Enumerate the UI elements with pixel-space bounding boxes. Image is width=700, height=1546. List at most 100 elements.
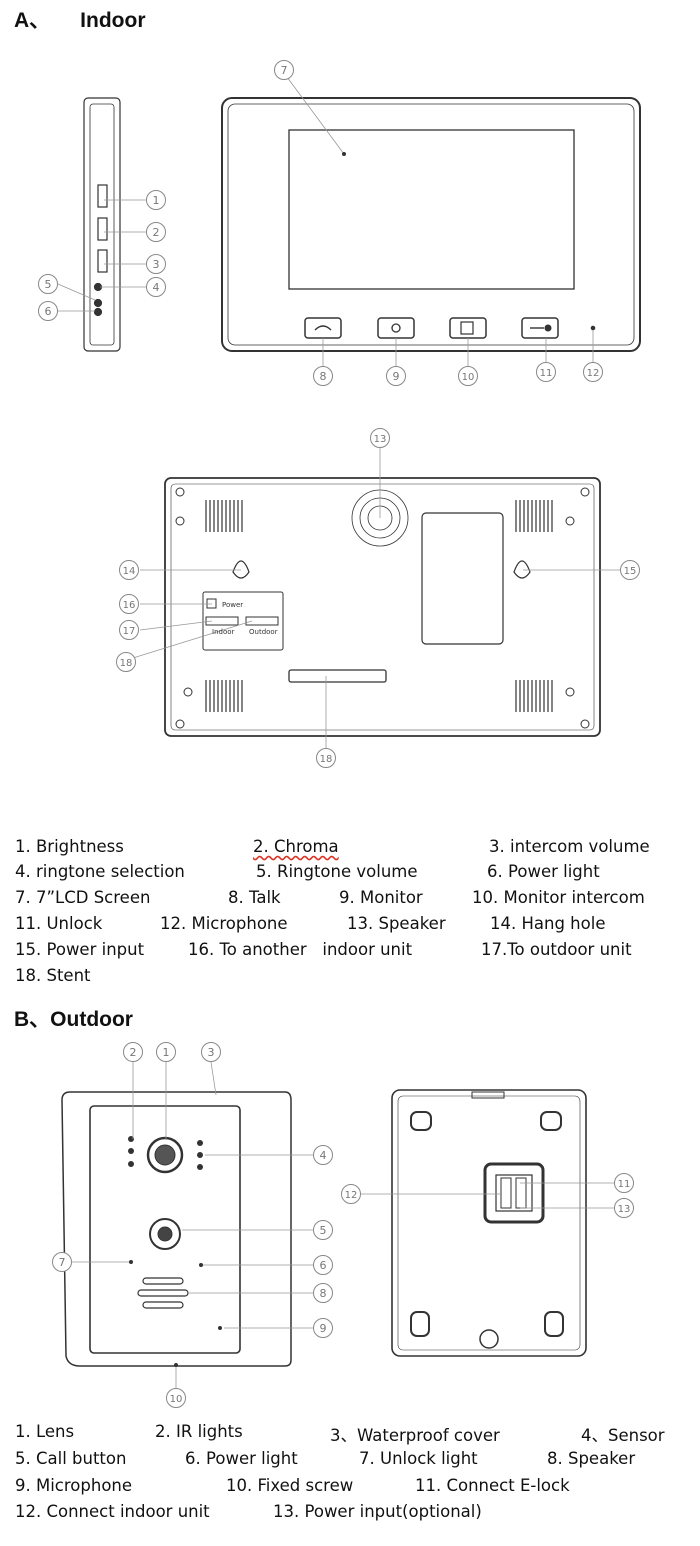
callout-number: 2 <box>153 226 160 239</box>
legend-a-stent: 18. Stent <box>15 966 91 985</box>
legend-a-monitor-intercom: 10. Monitor intercom <box>472 888 645 907</box>
callout-3: 3 <box>146 254 166 274</box>
legend-b-waterproof-cover: 3、Waterproof cover <box>330 1426 500 1445</box>
legend-a-ringtone-volume: 5. Ringtone volume <box>256 862 418 881</box>
callout-8: 8 <box>313 1283 333 1303</box>
legend-a-microphone: 12. Microphone <box>160 914 288 933</box>
legend-a-outdoor-unit: 17.To outdoor unit <box>481 940 632 959</box>
legend-a-another-indoor: 16. To another indoor unit <box>188 940 413 959</box>
callout-5: 5 <box>38 274 58 294</box>
callout-number: 7 <box>59 1256 66 1269</box>
legend-a-unlock: 11. Unlock <box>15 914 103 933</box>
callout-number: 8 <box>320 370 327 383</box>
callout-11: 11 <box>614 1173 634 1193</box>
callout-number: 1 <box>163 1046 170 1059</box>
callout-number: 10 <box>170 1394 183 1405</box>
section-a-letter: A、 <box>14 9 51 32</box>
callout-6: 6 <box>313 1255 333 1275</box>
callout-number: 11 <box>618 1179 631 1190</box>
callout-number: 5 <box>320 1224 327 1237</box>
legend-b-sensor: 4、Sensor <box>581 1426 665 1445</box>
legend-b-ir-lights: 2. IR lights <box>155 1422 243 1441</box>
callout-number: 4 <box>320 1149 327 1162</box>
callout-7: 7 <box>52 1252 72 1272</box>
callout-number: 12 <box>587 368 600 379</box>
callout-number: 9 <box>320 1322 327 1335</box>
legend-a-chroma: 2. Chroma <box>253 837 339 856</box>
outdoor-back-view <box>391 1089 587 1357</box>
callout-number: 7 <box>281 64 288 77</box>
callout-3: 3 <box>201 1042 221 1062</box>
corner-screws <box>175 487 590 729</box>
legend-b-connect-elock: 11. Connect E-lock <box>415 1476 570 1495</box>
indoor-front-view <box>221 97 641 352</box>
callout-17: 17 <box>119 620 139 640</box>
callout-14: 14 <box>119 560 139 580</box>
callout-number: 12 <box>345 1190 358 1201</box>
legend-b-connect-indoor: 12. Connect indoor unit <box>15 1502 210 1521</box>
legend-b-speaker: 8. Speaker <box>547 1449 636 1468</box>
callout-number: 2 <box>130 1046 137 1059</box>
legend-a-brightness: 1. Brightness <box>15 837 124 856</box>
callout-number: 11 <box>540 368 553 379</box>
callout-number: 10 <box>462 372 475 383</box>
callout-number: 16 <box>123 600 136 611</box>
callout-4: 4 <box>313 1145 333 1165</box>
callout-number: 14 <box>123 566 136 577</box>
indoor-back-view <box>164 477 601 737</box>
legend-a-intercom-volume: 3. intercom volume <box>489 837 650 856</box>
section-a-title: A、 Indoor <box>14 4 146 34</box>
indoor-side-view <box>83 97 121 352</box>
legend-b-power-input: 13. Power input(optional) <box>273 1502 482 1521</box>
callout-4: 4 <box>146 277 166 297</box>
callout-8: 8 <box>313 366 333 386</box>
callout-16: 16 <box>119 594 139 614</box>
vents <box>205 499 553 713</box>
callout-1: 1 <box>146 190 166 210</box>
callout-12: 12 <box>583 362 603 382</box>
callout-number: 15 <box>624 566 637 577</box>
callout-9: 9 <box>313 1318 333 1338</box>
callout-18: 18 <box>116 652 136 672</box>
legend-a-hang-hole: 14. Hang hole <box>490 914 606 933</box>
callout-10: 10 <box>458 366 478 386</box>
callout-15: 15 <box>620 560 640 580</box>
callout-13: 13 <box>370 428 390 448</box>
callout-number: 13 <box>374 434 387 445</box>
callout-number: 13 <box>618 1204 631 1215</box>
pcb-indoor-label: Indoor <box>212 628 235 636</box>
callout-number: 1 <box>153 194 160 207</box>
legend-a-monitor: 9. Monitor <box>339 888 423 907</box>
legend-a-power-light: 6. Power light <box>487 862 600 881</box>
legend-a-lcd-screen: 7. 7”LCD Screen <box>15 888 151 907</box>
callout-number: 4 <box>153 281 160 294</box>
callout-12: 12 <box>341 1184 361 1204</box>
legend-b-lens: 1. Lens <box>15 1422 75 1441</box>
callout-18: 18 <box>316 748 336 768</box>
section-a-word: Indoor <box>80 9 146 32</box>
legend-a-ringtone-selection: 4. ringtone selection <box>15 862 185 881</box>
callout-5: 5 <box>313 1220 333 1240</box>
callout-number: 17 <box>123 626 136 637</box>
callout-number: 3 <box>208 1046 215 1059</box>
callout-10: 10 <box>166 1388 186 1408</box>
callout-7: 7 <box>274 60 294 80</box>
callout-number: 8 <box>320 1287 327 1300</box>
section-b-title: B、Outdoor <box>14 1008 133 1031</box>
callout-number: 5 <box>45 278 52 291</box>
callout-11: 11 <box>536 362 556 382</box>
callout-2: 2 <box>123 1042 143 1062</box>
legend-b-fixed-screw: 10. Fixed screw <box>226 1476 354 1495</box>
legend-b-microphone: 9. Microphone <box>15 1476 133 1495</box>
legend-a-speaker: 13. Speaker <box>347 914 446 933</box>
callout-number: 6 <box>320 1259 327 1272</box>
legend-a-talk: 8. Talk <box>228 888 281 907</box>
legend-a-power-input: 15. Power input <box>15 940 145 959</box>
callout-6: 6 <box>38 301 58 321</box>
legend-b-call-button: 5. Call button <box>15 1449 127 1468</box>
legend-b-unlock-light: 7. Unlock light <box>359 1449 478 1468</box>
callout-13: 13 <box>614 1198 634 1218</box>
callout-9: 9 <box>386 366 406 386</box>
outdoor-front-view <box>61 1091 292 1367</box>
